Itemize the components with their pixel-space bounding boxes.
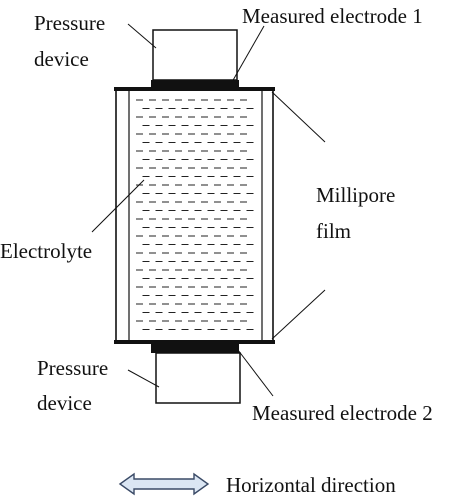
measured-electrode-1 [151,80,239,88]
label-millipore-line1: Millipore [316,183,395,207]
label-pressure-device-top-line2: device [34,47,89,71]
label-pressure-device-bottom-line2: device [37,391,92,415]
label-pressure-device-top-line1: Pressure [34,11,105,35]
double-headed-arrow-icon [118,472,210,496]
pressure-device-top [152,29,238,81]
leader-line-pressure-bottom [127,369,160,388]
label-electrolyte: Electrolyte [0,239,92,263]
label-pressure-device-bottom-line1: Pressure [37,356,108,380]
label-measured-electrode-2: Measured electrode 2 [252,401,433,425]
pressure-device-bottom [155,352,241,404]
leader-line-electrolyte [91,179,145,233]
label-millipore-line2: film [316,219,351,243]
leader-line-electrode-2 [237,349,274,397]
cell-container [115,87,274,344]
label-measured-electrode-1: Measured electrode 1 [242,4,423,28]
electrolyte-fill [136,99,254,330]
measured-electrode-2 [151,343,239,353]
leader-line-pressure-top [127,23,157,49]
leader-line-millipore-bottom [271,289,326,340]
leader-line-millipore-top [271,91,326,143]
label-horizontal-direction: Horizontal direction [226,473,396,497]
leader-line-electrode-1 [231,25,265,83]
